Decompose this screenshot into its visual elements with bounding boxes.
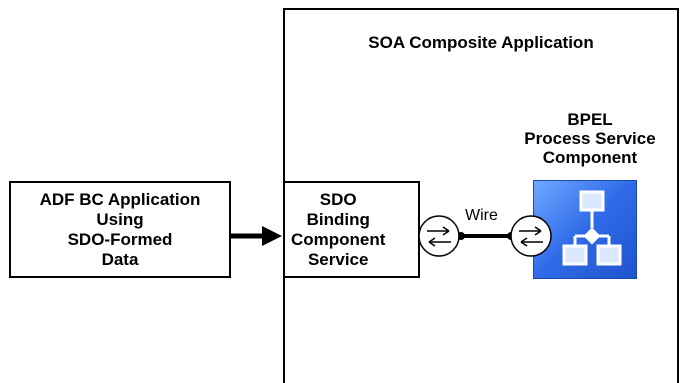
bpel-component-label: BPEL Process Service Component <box>524 110 656 167</box>
service-interface-icon <box>418 215 460 257</box>
adf-bc-application-box: ADF BC Application Using SDO-Formed Data <box>9 181 231 278</box>
sdo-binding-service-label: SDO Binding Component Service <box>291 189 386 269</box>
diagram-overlay <box>231 190 622 266</box>
reference-interface-icon <box>510 215 552 257</box>
adf-bc-application-label: ADF BC Application Using SDO-Formed Data <box>39 189 201 269</box>
wire-label: Wire <box>465 207 498 224</box>
diagram-canvas: SOA Composite Application ADF BC Applica… <box>9 8 679 383</box>
bpel-process-icon <box>562 190 622 266</box>
composite-title: SOA Composite Application <box>368 33 594 52</box>
request-arrow <box>231 226 282 246</box>
sdo-binding-service-box: SDO Binding Component Service <box>283 181 420 278</box>
